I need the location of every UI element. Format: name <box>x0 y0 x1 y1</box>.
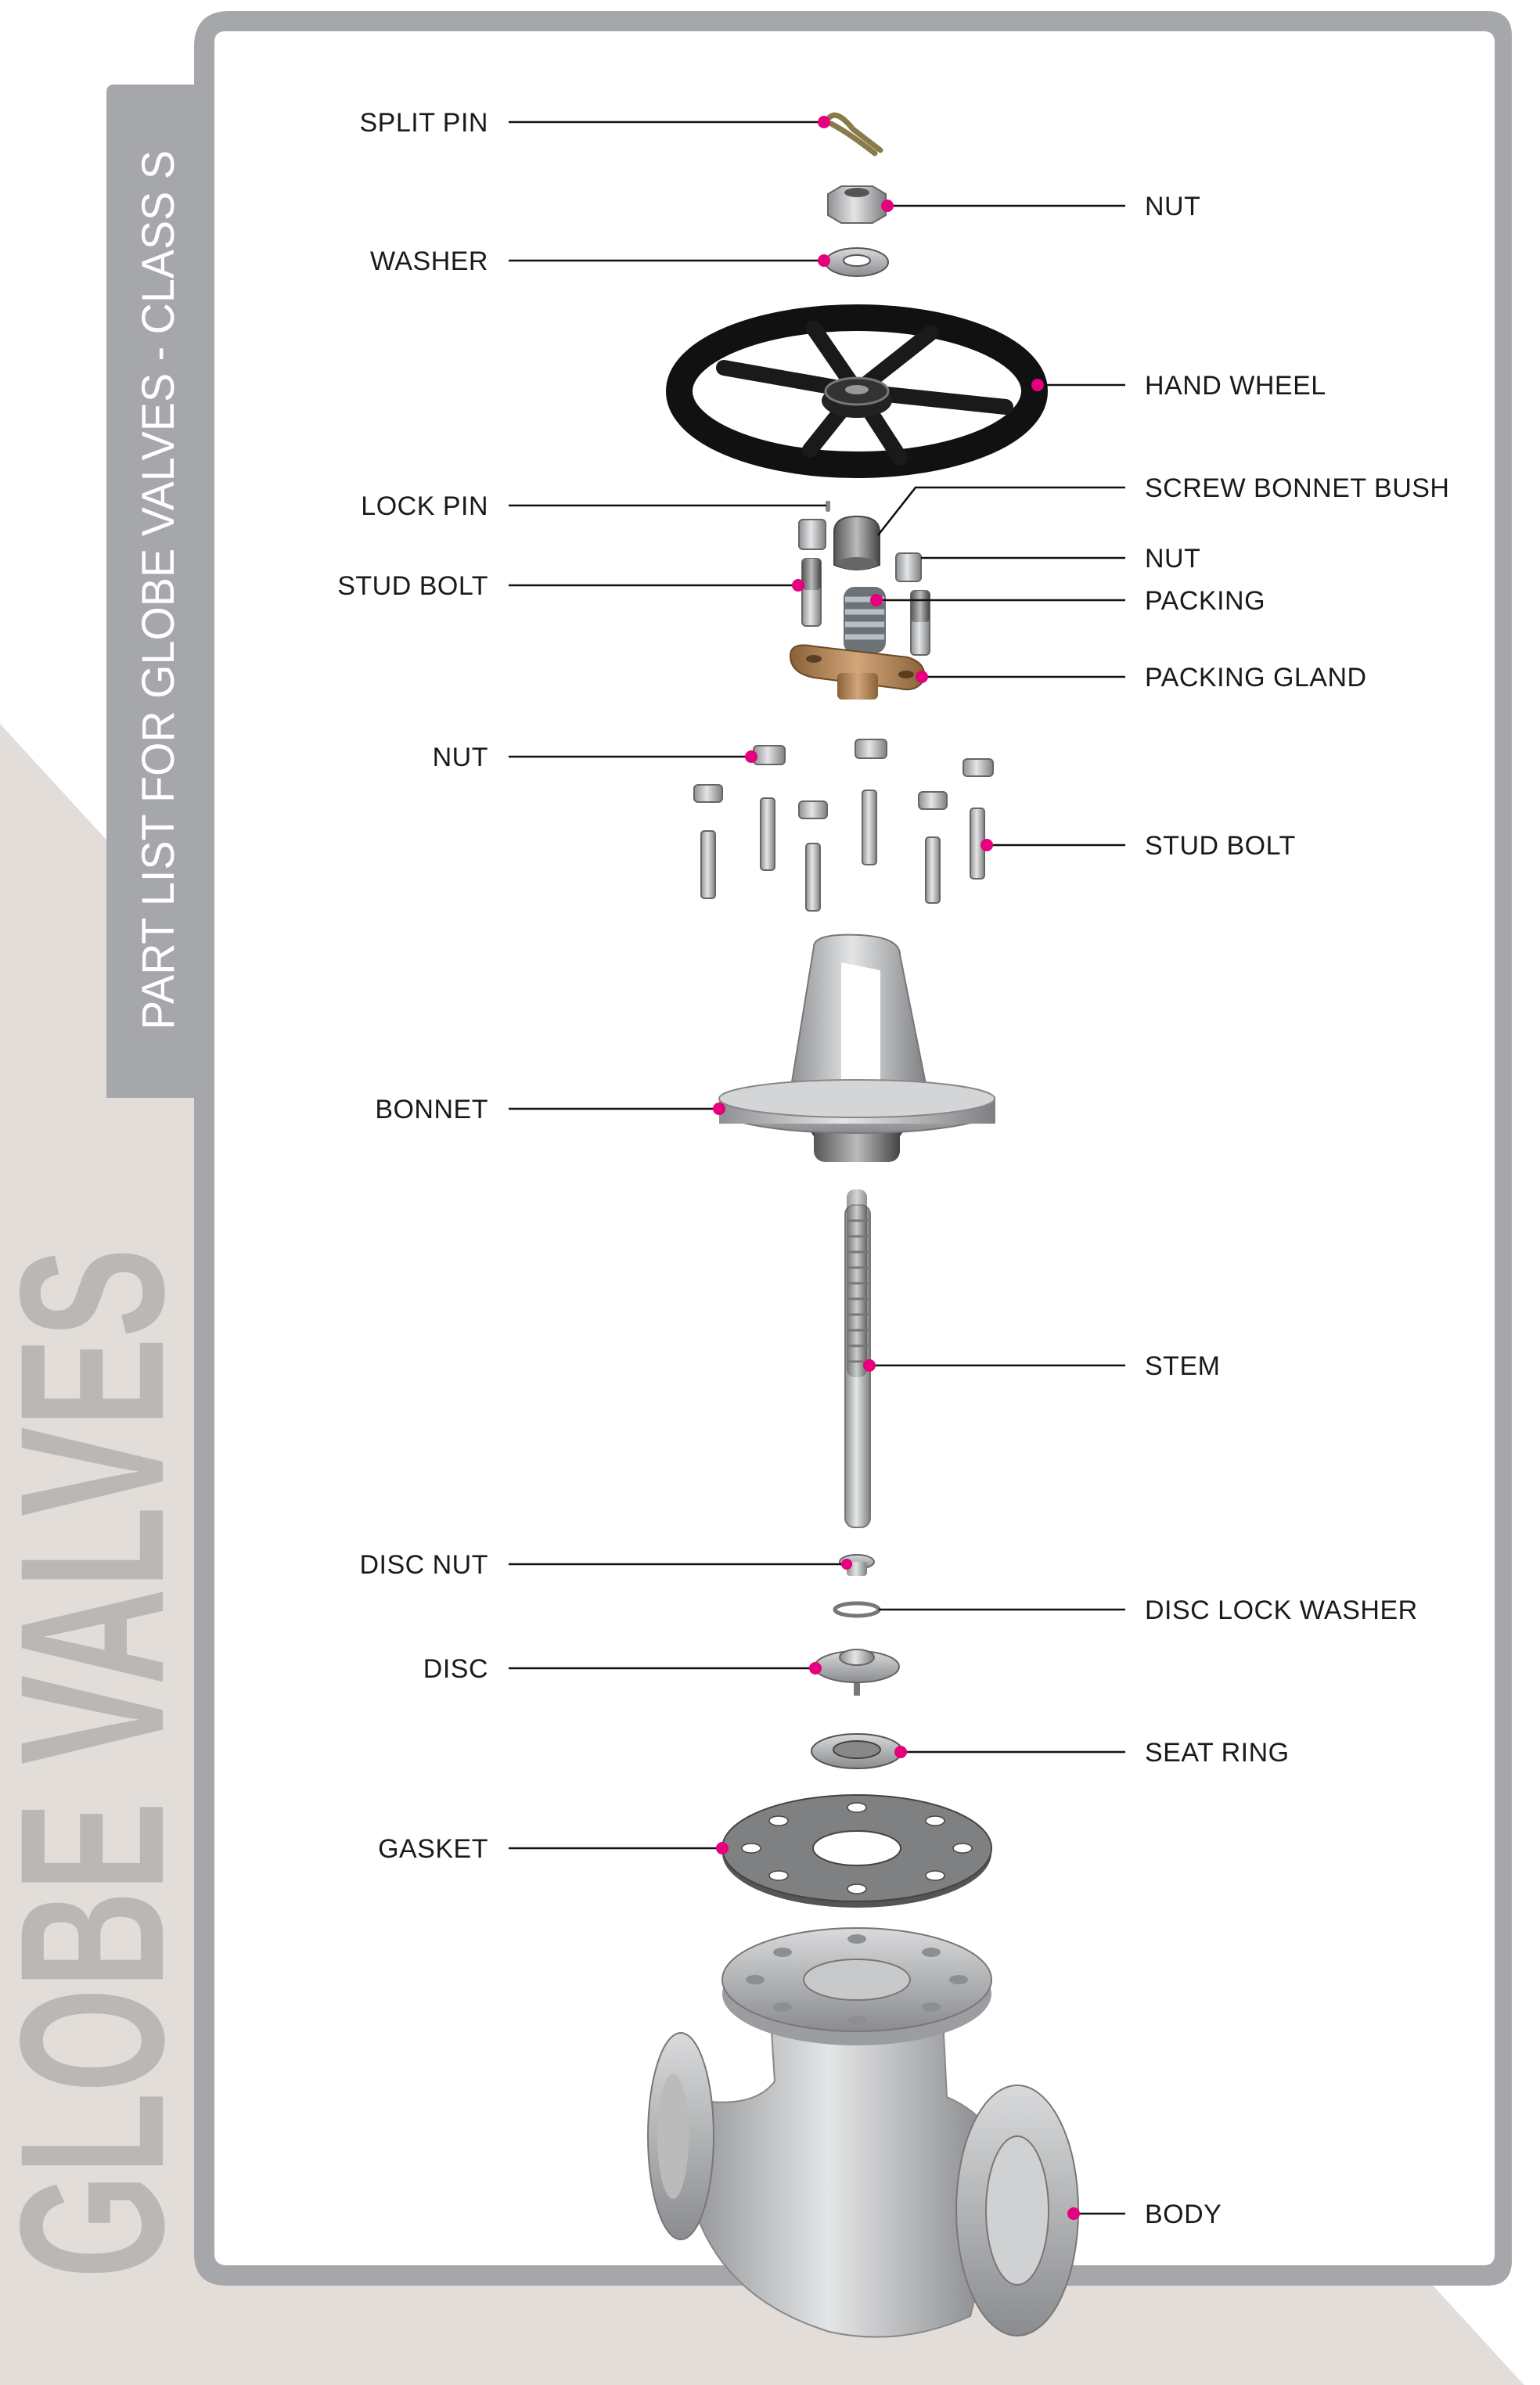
part-disc <box>814 1649 900 1696</box>
title-tab <box>106 85 214 1098</box>
part-bonnet-nuts <box>693 739 994 819</box>
side-title: GLOBE VALVES <box>0 1248 207 2279</box>
label-nut-gland: NUT <box>1145 544 1200 574</box>
label-stud-bolt-bonnet: STUD BOLT <box>1145 831 1296 861</box>
part-body <box>647 1927 1079 2338</box>
label-stem: STEM <box>1145 1351 1220 1381</box>
leaders-left <box>509 116 852 1854</box>
label-packing-gland: PACKING GLAND <box>1145 663 1367 692</box>
part-nut-small-left <box>798 519 826 550</box>
label-packing: PACKING <box>1145 586 1265 616</box>
label-screw-bonnet-bush: SCREW BONNET BUSH <box>1145 473 1449 503</box>
part-nut-top <box>827 185 887 224</box>
part-stem <box>844 1189 871 1528</box>
part-stud-bolt-right <box>910 590 930 656</box>
part-bonnet-stud-bolts <box>700 790 985 912</box>
part-washer <box>825 247 889 277</box>
label-disc: DISC <box>423 1654 488 1684</box>
leaders-right <box>863 200 1125 2220</box>
part-hand-wheel <box>666 304 1048 478</box>
label-lock-pin: LOCK PIN <box>361 491 488 521</box>
part-seat-ring <box>811 1733 903 1769</box>
part-stud-bolt-left <box>801 558 822 627</box>
part-split-pin <box>826 112 883 156</box>
label-bonnet: BONNET <box>375 1095 488 1124</box>
labels-right: NUT HAND WHEEL SCREW BONNET BUSH NUT PAC… <box>1145 192 1449 2229</box>
part-lock-pin <box>826 501 830 512</box>
label-hand-wheel: HAND WHEEL <box>1145 371 1326 401</box>
label-nut: NUT <box>433 743 488 772</box>
label-nut-top: NUT <box>1145 192 1200 221</box>
part-nut-small-right <box>895 552 922 582</box>
tab-title: PART LIST FOR GLOBE VALVES - CLASS S <box>133 150 184 1030</box>
part-bonnet <box>718 933 995 1162</box>
part-screw-bonnet-bush <box>833 515 880 570</box>
label-gasket: GASKET <box>378 1834 488 1864</box>
part-gasket <box>721 1794 992 1908</box>
label-seat-ring: SEAT RING <box>1145 1738 1290 1768</box>
labels-left: SPLIT PIN WASHER LOCK PIN STUD BOLT NUT … <box>337 108 488 1864</box>
label-disc-lock-washer: DISC LOCK WASHER <box>1145 1595 1418 1625</box>
label-washer: WASHER <box>370 246 488 276</box>
label-stud-bolt: STUD BOLT <box>337 571 488 601</box>
label-disc-nut: DISC NUT <box>359 1550 488 1580</box>
label-body: BODY <box>1145 2200 1222 2229</box>
part-packing-gland <box>789 644 925 700</box>
label-split-pin: SPLIT PIN <box>360 108 489 138</box>
